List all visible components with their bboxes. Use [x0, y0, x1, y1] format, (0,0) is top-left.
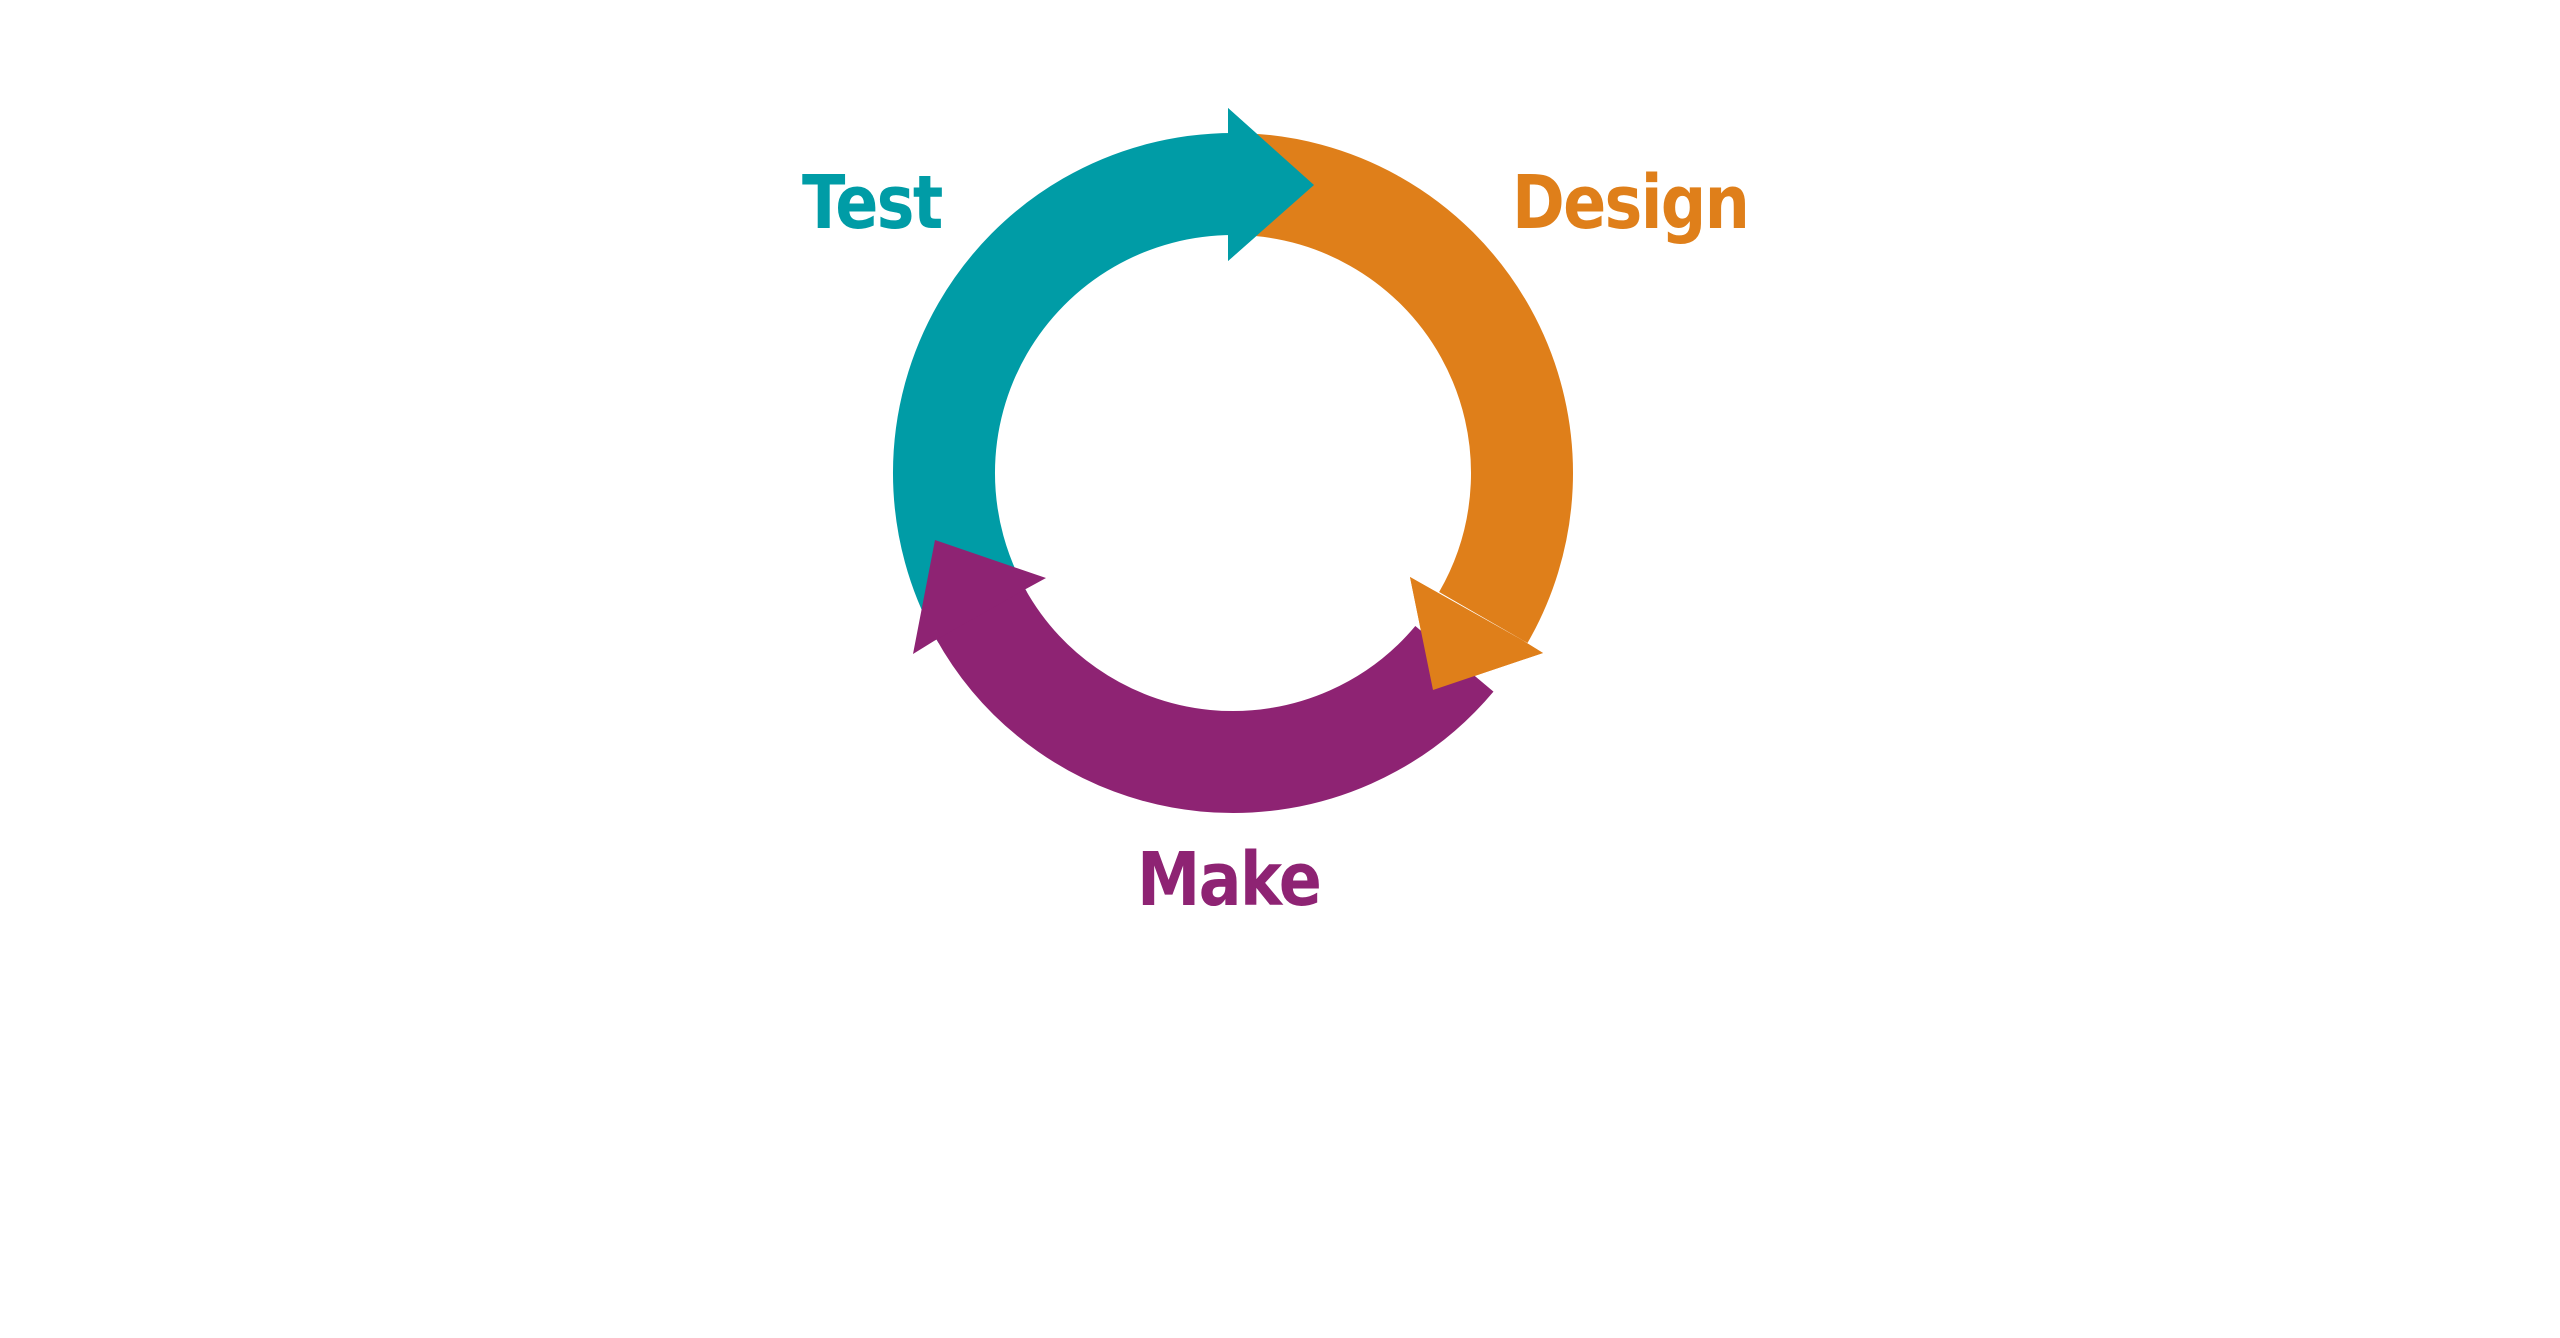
- stage-label-test: Test: [802, 160, 943, 246]
- design-arrowhead: [1410, 577, 1543, 690]
- design-arrow: [1240, 133, 1573, 690]
- make-arrow: [913, 540, 1494, 814]
- stage-label-make: Make: [1137, 837, 1322, 923]
- stage-label-design: Design: [1512, 160, 1750, 246]
- test-arrowhead: [1228, 108, 1314, 261]
